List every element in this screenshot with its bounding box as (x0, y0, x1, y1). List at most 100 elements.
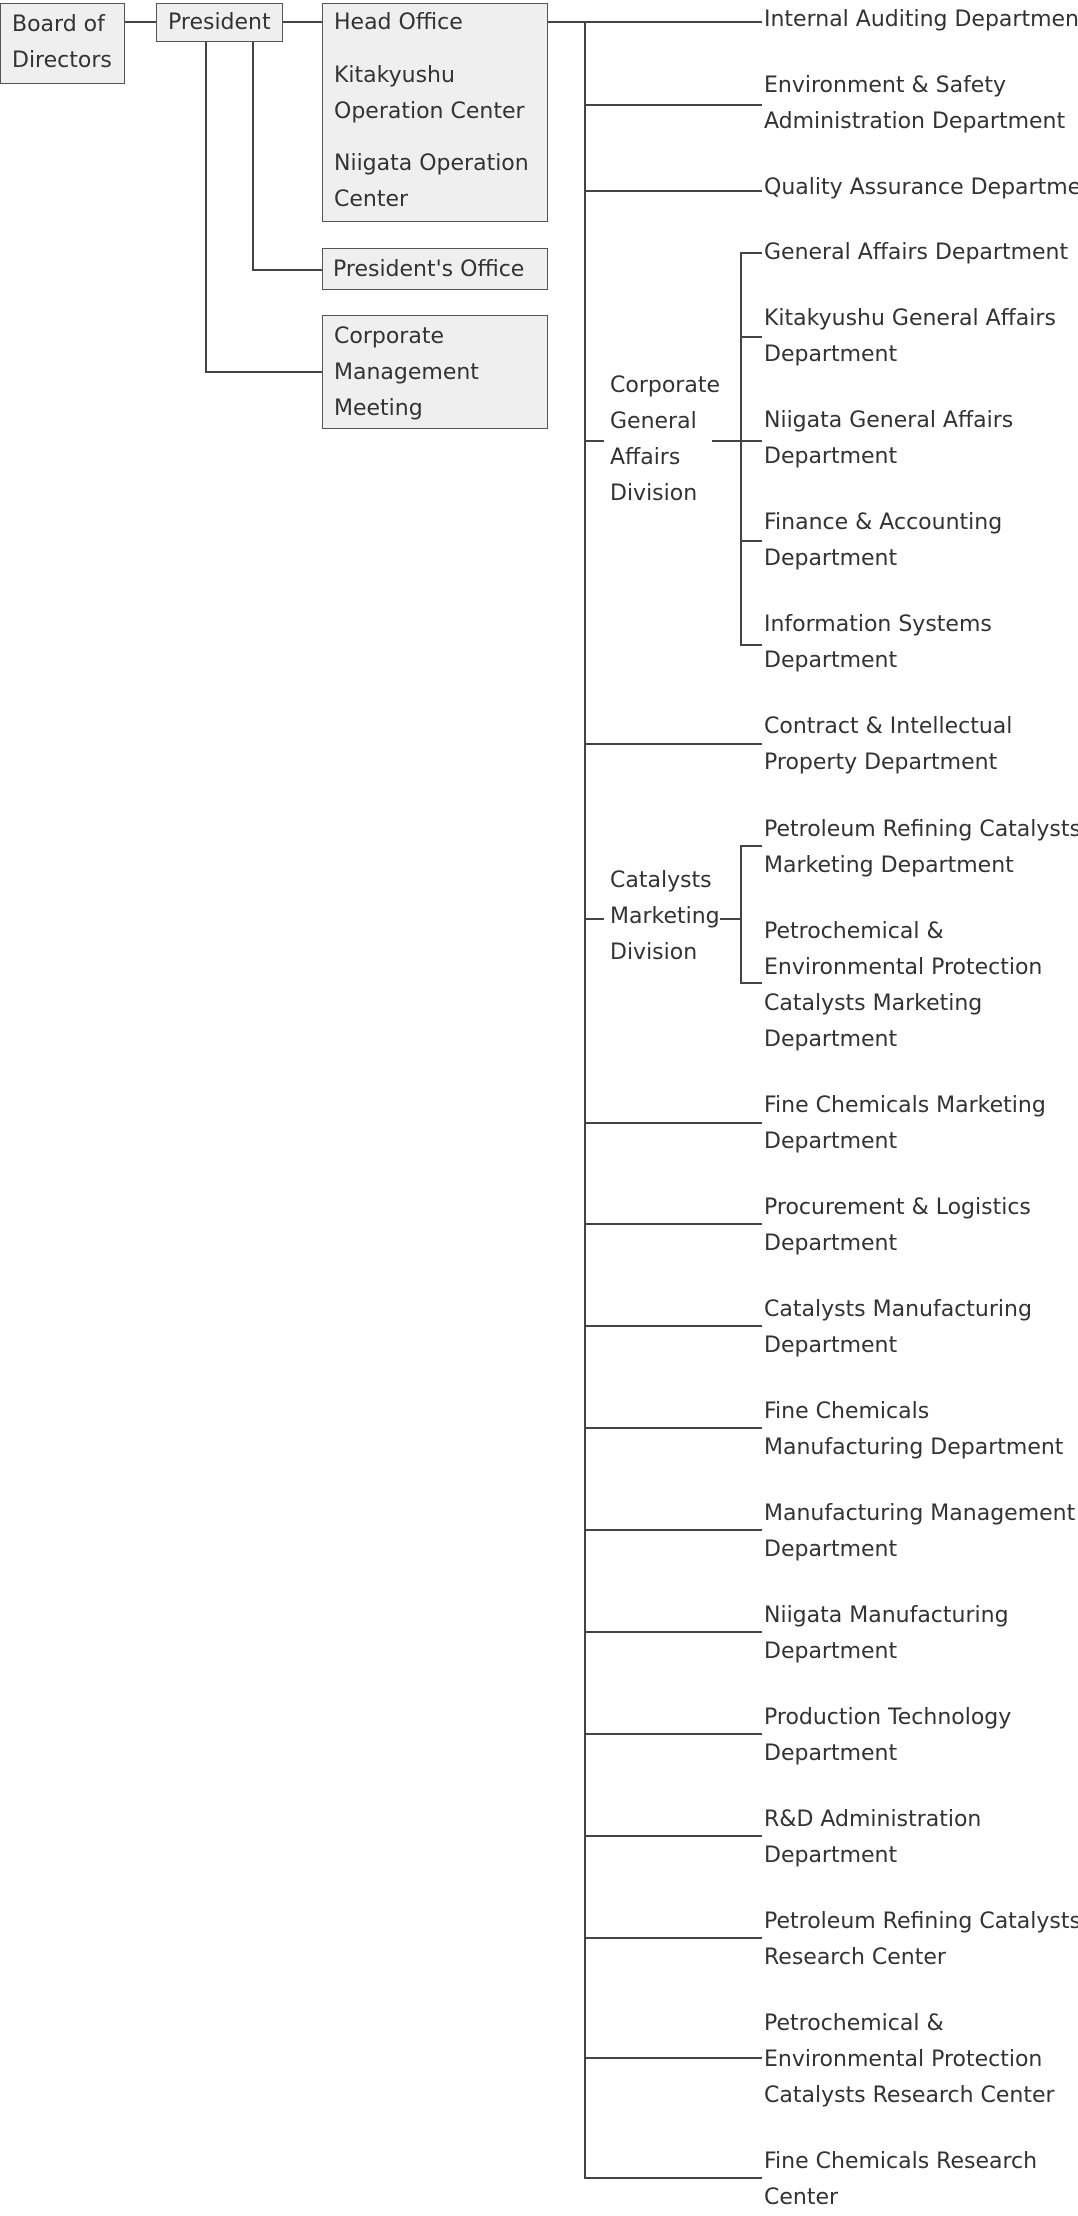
head-office-box (322, 3, 548, 222)
dept-petrochem-marketing-line-3: Catalysts Marketing (764, 991, 983, 1016)
niigata-center-line-1: Niigata Operation (334, 151, 529, 176)
connector-corporate-meeting (205, 371, 322, 373)
dept-finance-line-2: Department (764, 546, 898, 571)
presidents-office-box (322, 248, 548, 290)
connector-board-president (125, 21, 156, 23)
dept-procurement-line-2: Department (764, 1231, 898, 1256)
branch-env-safety (584, 104, 762, 106)
kitakyushu-center-line-1: Kitakyushu (334, 63, 455, 88)
dept-petrochem-research-line-2: Environmental Protection (764, 2047, 1043, 2072)
branch-petrochem-marketing (740, 982, 762, 984)
dept-internal-auditing: Internal Auditing Department (764, 7, 1078, 32)
cm-sub-trunk (740, 845, 742, 983)
branch-manufacturing-mgmt (584, 1529, 762, 1531)
dept-catalysts-manufacturing-line-1: Catalysts Manufacturing (764, 1297, 1032, 1322)
corporate-meeting-line-3: Meeting (334, 396, 423, 421)
branch-cga-division (584, 440, 604, 442)
dept-petrochem-marketing-line-2: Environmental Protection (764, 955, 1043, 980)
board-of-directors-box (0, 3, 125, 84)
head-office-label: Head Office (334, 10, 463, 35)
dept-fine-chem-research-line-1: Fine Chemicals Research (764, 2149, 1038, 2174)
dept-fine-chem-manufacturing-line-1: Fine Chemicals (764, 1399, 930, 1424)
branch-fine-chem-research (584, 2177, 762, 2179)
branch-production-tech (584, 1733, 762, 1735)
presidents-office-label: President's Office (333, 257, 525, 282)
dept-kitakyushu-ga-line-1: Kitakyushu General Affairs (764, 306, 1056, 331)
connector-headoffice-trunk (548, 21, 585, 23)
branch-kitakyushu-ga (740, 336, 762, 338)
dept-niigata-manufacturing-line-1: Niigata Manufacturing (764, 1603, 1009, 1628)
dept-env-safety-line-1: Environment & Safety (764, 73, 1006, 98)
president-box (156, 3, 283, 42)
board-of-directors-line-2: Directors (12, 48, 112, 73)
branch-petro-research (584, 1937, 762, 1939)
cga-division-line-1: Corporate (610, 373, 720, 398)
corporate-meeting-line-1: Corporate (334, 324, 444, 349)
branch-quality-assurance (584, 190, 762, 192)
connector-presidents-office (252, 269, 322, 271)
branch-rd-admin (584, 1835, 762, 1837)
board-of-directors-line-1: Board of (12, 12, 105, 37)
dept-fine-chem-marketing-line-2: Department (764, 1129, 898, 1154)
niigata-center-line-2: Center (334, 187, 409, 212)
dept-catalysts-manufacturing-line-2: Department (764, 1333, 898, 1358)
branch-fine-chem-manufacturing (584, 1427, 762, 1429)
dept-petro-research-line-1: Petroleum Refining Catalysts (764, 1909, 1078, 1934)
branch-cm-to-sub (720, 918, 740, 920)
dept-info-systems-line-1: Information Systems (764, 612, 992, 637)
corporate-meeting-box (322, 315, 548, 429)
dept-niigata-manufacturing-line-2: Department (764, 1639, 898, 1664)
branch-petro-marketing (740, 845, 762, 847)
dept-info-systems-line-2: Department (764, 648, 898, 673)
branch-info-systems (740, 644, 762, 646)
dept-fine-chem-manufacturing-line-2: Manufacturing Department (764, 1435, 1064, 1460)
connector-president-down-2 (205, 42, 207, 372)
dept-kitakyushu-ga-line-2: Department (764, 342, 898, 367)
dept-niigata-ga-line-2: Department (764, 444, 898, 469)
dept-fine-chem-marketing-line-1: Fine Chemicals Marketing (764, 1093, 1046, 1118)
dept-petrochem-research-line-3: Catalysts Research Center (764, 2083, 1055, 2108)
cga-sub-trunk (740, 252, 742, 646)
corporate-meeting-line-2: Management (334, 360, 479, 385)
branch-fine-chem-marketing (584, 1122, 762, 1124)
dept-petrochem-marketing-line-4: Department (764, 1027, 898, 1052)
dept-procurement-line-1: Procurement & Logistics (764, 1195, 1031, 1220)
dept-contract-ip-line-1: Contract & Intellectual (764, 714, 1013, 739)
branch-petrochem-research (584, 2057, 762, 2059)
dept-quality-assurance: Quality Assurance Department (764, 175, 1078, 200)
dept-petro-marketing-line-2: Marketing Department (764, 853, 1014, 878)
dept-contract-ip-line-2: Property Department (764, 750, 998, 775)
branch-niigata-manufacturing (584, 1631, 762, 1633)
dept-petro-research-line-2: Research Center (764, 1945, 946, 1970)
dept-fine-chem-research-line-2: Center (764, 2185, 839, 2210)
cga-division-line-4: Division (610, 481, 698, 506)
dept-general-affairs: General Affairs Department (764, 240, 1069, 265)
dept-petrochem-marketing-line-1: Petrochemical & (764, 919, 944, 944)
cm-division-line-2: Marketing (610, 904, 720, 929)
branch-contract-ip (584, 743, 762, 745)
president-label: President (168, 10, 271, 35)
branch-procurement (584, 1223, 762, 1225)
branch-finance (740, 540, 762, 542)
branch-niigata-ga (740, 440, 762, 442)
dept-petro-marketing-line-1: Petroleum Refining Catalysts (764, 817, 1078, 842)
branch-catalysts-manufacturing (584, 1325, 762, 1327)
cm-division-line-3: Division (610, 940, 698, 965)
dept-petrochem-research-line-1: Petrochemical & (764, 2011, 944, 2036)
dept-rd-admin-line-1: R&D Administration (764, 1807, 982, 1832)
branch-general-affairs (740, 252, 762, 254)
kitakyushu-center-line-2: Operation Center (334, 99, 525, 124)
cm-division-line-1: Catalysts (610, 868, 712, 893)
dept-manufacturing-mgmt-line-1: Manufacturing Management (764, 1501, 1076, 1526)
cga-division-line-3: Affairs (610, 445, 681, 470)
connector-president-headoffice (283, 21, 322, 23)
dept-manufacturing-mgmt-line-2: Department (764, 1537, 898, 1562)
main-trunk (584, 21, 586, 2179)
dept-rd-admin-line-2: Department (764, 1843, 898, 1868)
cga-division-line-2: General (610, 409, 697, 434)
dept-production-tech-line-2: Department (764, 1741, 898, 1766)
dept-finance-line-1: Finance & Accounting (764, 510, 1003, 535)
dept-production-tech-line-1: Production Technology (764, 1705, 1012, 1730)
connector-president-down-1 (252, 42, 254, 270)
